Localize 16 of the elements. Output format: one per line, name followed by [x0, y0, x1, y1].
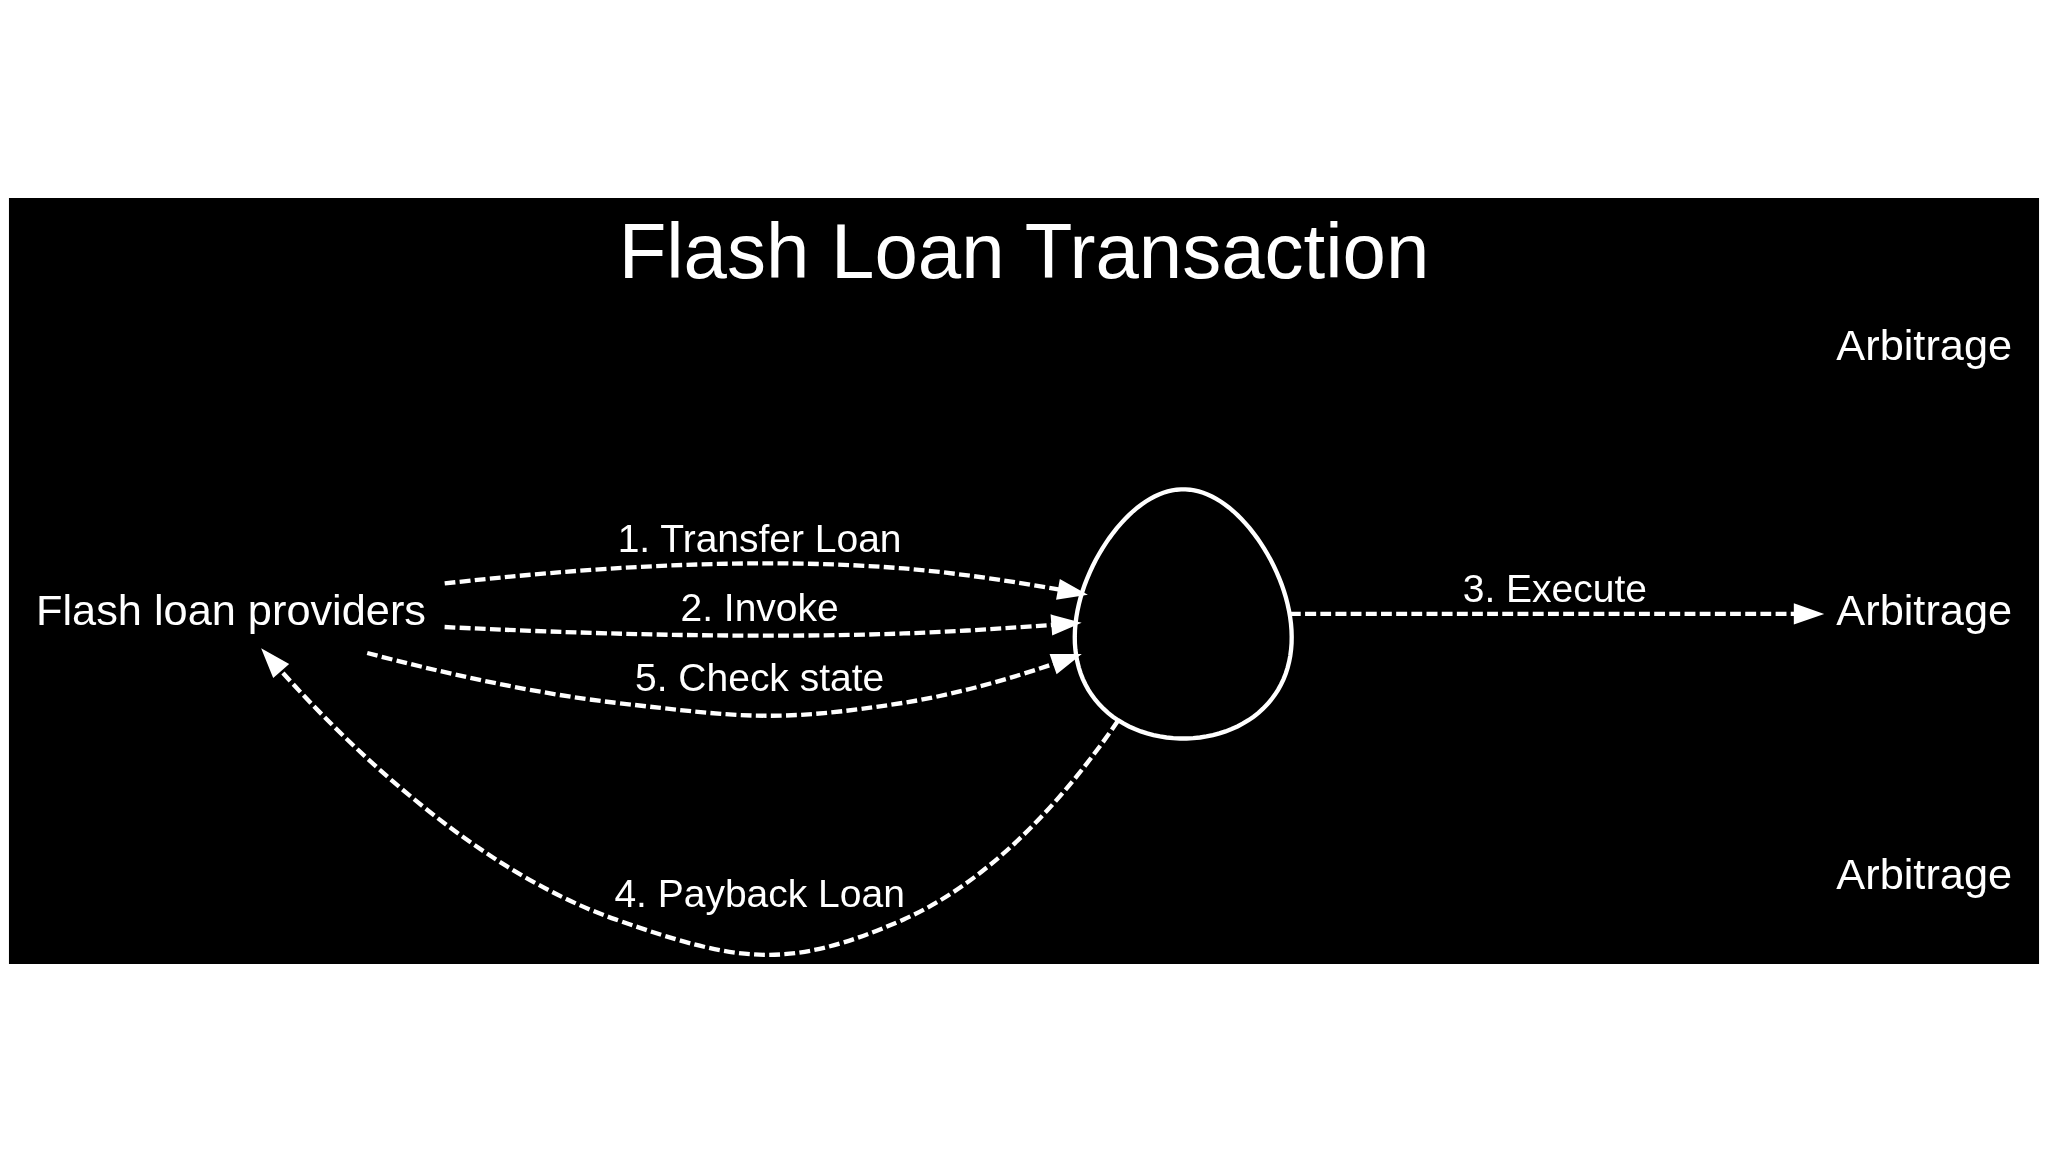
node-text: Arbitrage — [1836, 320, 2013, 369]
arrow — [366, 650, 1082, 718]
arrow — [444, 613, 1082, 638]
edge-label: 4. Payback Loan — [614, 871, 905, 915]
edge-label: 1. Transfer Loan — [617, 516, 902, 560]
arrow — [261, 647, 1120, 957]
node-text: Flash loan providers — [36, 585, 427, 634]
edge-label: 3. Execute — [1462, 566, 1647, 610]
node-text: Arbitrage — [1836, 849, 2013, 898]
node-person — [1072, 486, 1294, 741]
arrow — [444, 560, 1088, 600]
arrow — [1290, 602, 1825, 625]
diagram-title: Flash Loan Transaction — [618, 206, 1430, 295]
edge-label: 2. Invoke — [680, 585, 839, 629]
edge-label: 5. Check state — [635, 655, 885, 699]
node-text: Arbitrage — [1836, 585, 2013, 634]
